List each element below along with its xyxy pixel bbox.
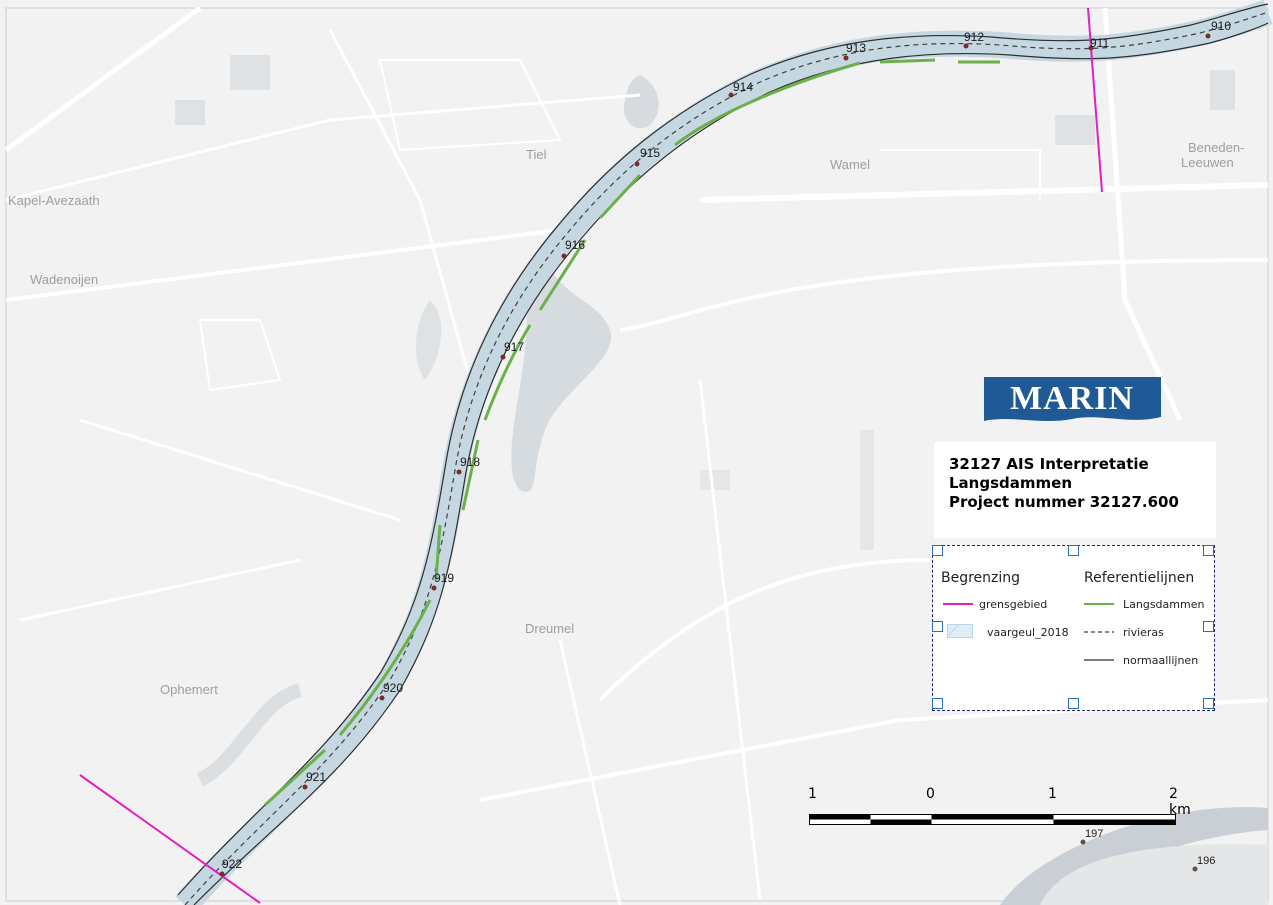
km-marker-197: 197 (1085, 828, 1103, 840)
langsdammen-segments (263, 58, 1000, 807)
km-marker-911: 911 (1090, 36, 1109, 50)
place-wadenoijen: Wadenoijen (30, 272, 98, 287)
title-line-1: 32127 AIS Interpretatie (949, 455, 1149, 473)
place-dreumel: Dreumel (525, 621, 574, 636)
place-ophemert: Ophemert (160, 682, 218, 697)
marin-logo-text: MARIN (1010, 380, 1134, 417)
scale-label-1-left: 1 (808, 786, 817, 802)
map-legend[interactable]: Begrenzing Referentielijnen grensgebied … (932, 545, 1215, 711)
km-marker-920: 920 (383, 681, 403, 695)
km-marker-916: 916 (565, 238, 585, 252)
scale-bar: 1 0 1 2 km (808, 786, 1191, 834)
normaallijn-outer (177, 3, 1269, 896)
place-beneden-leeuwen-1: Beneden- (1188, 140, 1244, 155)
legend-item-langsdammen: Langsdammen (1123, 598, 1205, 611)
legend-heading-begrenzing: Begrenzing (941, 570, 1021, 586)
legend-item-grensgebied: grensgebied (979, 598, 1048, 611)
place-wamel: Wamel (830, 157, 870, 172)
resize-handle-ml[interactable] (932, 621, 943, 632)
rivieras-line (184, 11, 1269, 905)
legend-item-rivieras: rivieras (1123, 626, 1164, 639)
map-frame (5, 7, 1269, 902)
legend-symbol-rivieras (1084, 631, 1114, 633)
km-marker-921: 921 (306, 770, 326, 784)
resize-handle-tl[interactable] (932, 545, 943, 556)
scale-label-0: 0 (926, 786, 935, 802)
legend-symbol-vaargeul (947, 624, 973, 638)
km-marker-917: 917 (504, 340, 524, 354)
place-kapel-avezaath: Kapel-Avezaath (8, 193, 100, 208)
km-marker-915: 915 (640, 146, 660, 160)
grensgebied-line-west (79, 774, 261, 904)
resize-handle-tm[interactable] (1068, 545, 1079, 556)
marin-logo: MARIN (984, 377, 1161, 421)
km-marker-913: 913 (846, 41, 866, 55)
scale-label-1-right: 1 (1048, 786, 1057, 802)
legend-symbol-grensgebied (943, 603, 973, 605)
km-marker-919: 919 (434, 571, 454, 585)
km-marker-914: 914 (733, 80, 753, 94)
km-marker-910: 910 (1211, 19, 1231, 33)
legend-symbol-langsdammen (1084, 603, 1114, 605)
resize-handle-tr[interactable] (1203, 545, 1214, 556)
title-line-2: Langsdammen (949, 474, 1072, 492)
place-tiel: Tiel (526, 147, 547, 162)
km-marker-922: 922 (222, 857, 242, 871)
resize-handle-br[interactable] (1203, 698, 1214, 709)
resize-handle-mr[interactable] (1203, 621, 1214, 632)
km-marker-912: 912 (964, 30, 984, 44)
road-network (4, 5, 1269, 905)
title-block: 32127 AIS Interpretatie Langsdammen Proj… (934, 442, 1216, 538)
terrain-layer (175, 55, 1268, 905)
river-km-markers: 910 911 912 913 914 915 916 917 918 919 … (219, 19, 1231, 877)
resize-handle-bl[interactable] (932, 698, 943, 709)
title-line-3: Project nummer 32127.600 (949, 493, 1179, 511)
resize-handle-bm[interactable] (1068, 698, 1079, 709)
km-marker-196: 196 (1197, 855, 1215, 867)
place-beneden-leeuwen-2: Leeuwen (1181, 155, 1234, 170)
legend-item-vaargeul: vaargeul_2018 (987, 626, 1069, 639)
legend-item-normaallijnen: normaallijnen (1123, 654, 1199, 667)
legend-symbol-normaallijnen (1084, 659, 1114, 661)
scale-bar-graphic (809, 814, 1176, 825)
legend-heading-referentielijnen: Referentielijnen (1084, 570, 1195, 586)
km-marker-918: 918 (460, 455, 480, 469)
grensgebied-line-east (1087, 7, 1103, 193)
